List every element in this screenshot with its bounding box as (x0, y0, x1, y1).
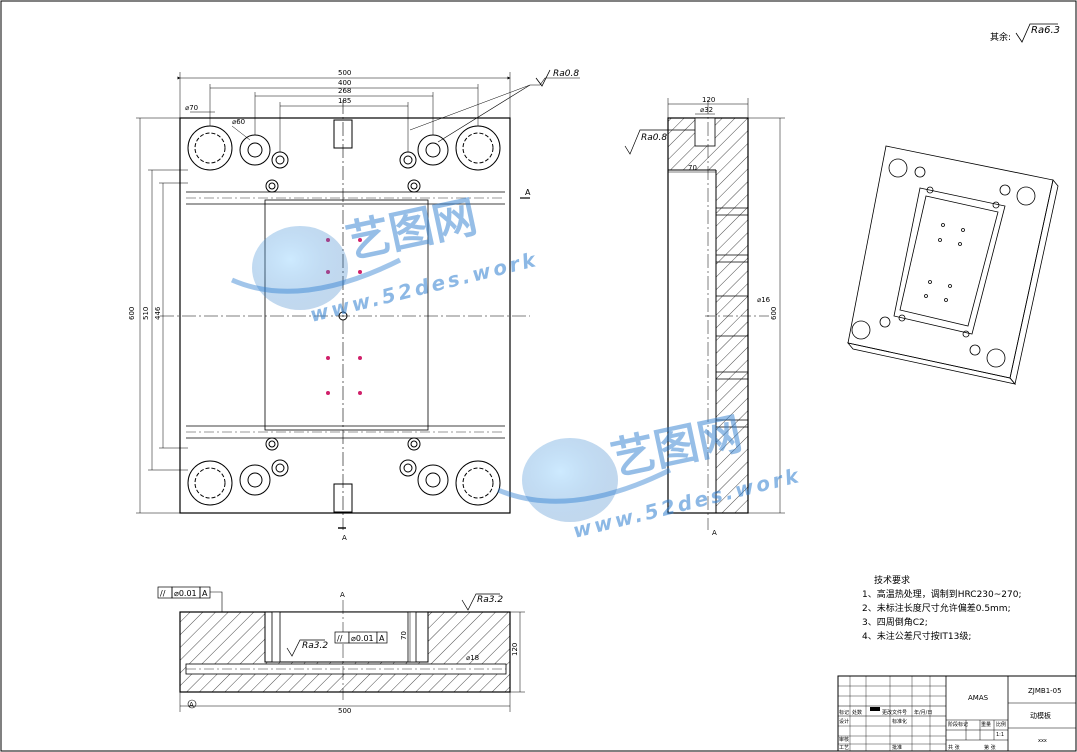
svg-text:A: A (202, 589, 208, 598)
svg-text:500: 500 (338, 707, 351, 715)
svg-text:⌀0.01: ⌀0.01 (351, 634, 374, 643)
svg-text:动模板: 动模板 (1030, 711, 1051, 720)
svg-text:A: A (379, 634, 385, 643)
requirement-item: 3、四周倒角C2; (862, 618, 928, 628)
svg-text:其余:: 其余: (990, 31, 1011, 43)
surface-finish-general: 其余: Ra6.3 (990, 23, 1060, 43)
svg-text:70: 70 (400, 631, 408, 640)
cooling-channel-bottom (186, 425, 505, 439)
svg-text:AMAS: AMAS (968, 694, 989, 702)
svg-text:共 张: 共 张 (948, 744, 960, 751)
svg-text:70: 70 (688, 164, 697, 172)
svg-text:400: 400 (338, 79, 351, 87)
plan-vertical-dimensions (136, 117, 188, 514)
svg-text://: // (160, 589, 166, 598)
svg-text:1:1: 1:1 (996, 732, 1004, 738)
watermark-2: 艺图网 www.52des.work (497, 408, 804, 543)
svg-text:年/月/日: 年/月/日 (914, 709, 932, 716)
svg-text:处数: 处数 (852, 709, 862, 716)
svg-text:Ra0.8: Ra0.8 (553, 69, 579, 79)
svg-text:A: A (189, 701, 194, 709)
svg-text:标准化: 标准化 (892, 718, 907, 725)
svg-text:批准: 批准 (892, 744, 902, 751)
svg-text:A: A (342, 534, 347, 542)
svg-text:审核: 审核 (839, 736, 849, 743)
title-block (837, 675, 1077, 752)
cooling-channel-top (186, 191, 505, 205)
svg-text:Ra0.8: Ra0.8 (641, 133, 667, 143)
requirement-item: 1、高温热处理，调制到HRC230~270; (862, 590, 1022, 600)
svg-text:⌀60: ⌀60 (232, 118, 245, 126)
svg-text:Ra3.2: Ra3.2 (302, 641, 328, 651)
svg-text:A: A (340, 591, 345, 599)
svg-text:⌀18: ⌀18 (466, 654, 479, 662)
svg-text:更改文件号: 更改文件号 (882, 709, 907, 716)
side-view: 120 ⌀32 70 600 ⌀16 Ra0.8 A (624, 96, 785, 537)
svg-text:重量: 重量 (981, 721, 991, 728)
svg-text:⌀16: ⌀16 (757, 296, 771, 304)
svg-text:设计: 设计 (839, 718, 849, 725)
guide-holes (187, 119, 501, 513)
svg-text:第 张: 第 张 (984, 744, 996, 751)
svg-text:⌀70: ⌀70 (185, 104, 198, 112)
svg-text:446: 446 (154, 306, 162, 320)
svg-text:A: A (525, 188, 531, 197)
requirement-item: 4、未注公差尺寸按IT13级; (862, 632, 972, 642)
svg-text:600: 600 (128, 307, 136, 320)
section-view: A 500 120 70 ⌀18 A // ⌀0.01 A // (157, 586, 525, 715)
tolerance-frame-middle: // ⌀0.01 A (334, 631, 388, 644)
svg-text:阶段标记: 阶段标记 (948, 721, 968, 728)
svg-text:268: 268 (338, 87, 351, 95)
svg-text:比例: 比例 (996, 721, 1006, 728)
svg-text:ZJMB1-05: ZJMB1-05 (1028, 687, 1062, 695)
svg-text:120: 120 (511, 643, 519, 656)
svg-text:600: 600 (770, 307, 778, 320)
plan-horizontal-dimensions (177, 72, 511, 152)
technical-requirements-title: 技术要求 (874, 576, 911, 586)
plan-view: 500 400 268 185 600 510 446 ⌀70 ⌀60 Ra0.… (128, 69, 580, 542)
svg-text:xxx: xxx (1038, 738, 1047, 744)
technical-requirements: 技术要求 1、高温热处理，调制到HRC230~270; 2、未标注长度尺寸允许偏… (862, 574, 1072, 644)
svg-text:艺图网: 艺图网 (342, 191, 482, 268)
svg-text:A: A (712, 529, 717, 537)
title-block-text: 标记 处数 更改文件号 年/月/日 设计 标准化 阶段标记 重量 比例 1:1 … (839, 687, 1062, 751)
requirement-item: 2、未标注长度尺寸允许偏差0.5mm; (862, 604, 1011, 614)
svg-text:510: 510 (142, 307, 150, 320)
tolerance-frame-top: // ⌀0.01 A (157, 586, 223, 612)
svg-text:⌀0.01: ⌀0.01 (174, 589, 197, 598)
svg-text:标记: 标记 (839, 709, 849, 716)
svg-text:Ra3.2: Ra3.2 (477, 595, 503, 605)
svg-text://: // (337, 634, 343, 643)
watermark-1: 艺图网 www.52des.work (230, 191, 541, 327)
svg-text:工艺: 工艺 (839, 745, 849, 751)
svg-text:120: 120 (702, 96, 715, 104)
svg-text:185: 185 (338, 97, 351, 105)
svg-text:⌀32: ⌀32 (700, 106, 713, 114)
svg-text:Ra6.3: Ra6.3 (1031, 25, 1060, 36)
isometric-view (846, 145, 1059, 385)
svg-text:500: 500 (338, 69, 351, 77)
